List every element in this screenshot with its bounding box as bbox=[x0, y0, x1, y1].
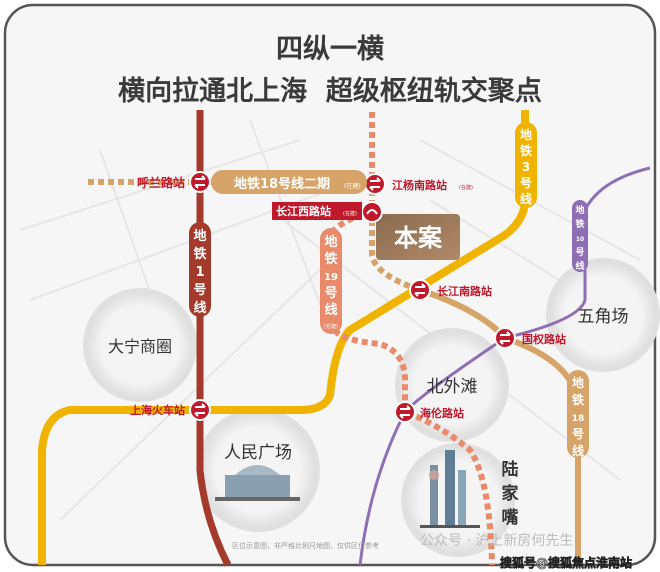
line3-label-char: 铁 bbox=[520, 143, 532, 158]
transfer-icons bbox=[189, 171, 516, 423]
line10-label-char: 10 bbox=[576, 236, 584, 243]
station-jiangyangnan-tag: (在建) bbox=[459, 184, 473, 191]
district-lujiazui-label-char: 陆 bbox=[502, 460, 519, 480]
renmin-building-icon bbox=[215, 465, 300, 501]
station-hailun: 海伦路站 bbox=[420, 406, 464, 420]
line1-path bbox=[196, 110, 232, 567]
line10-path bbox=[358, 166, 651, 566]
district-wujiaochang bbox=[546, 258, 660, 372]
district-wujiaochang-label: 五角场 bbox=[578, 307, 629, 327]
line3-label-char: 线 bbox=[520, 191, 532, 206]
line3-label-char: 3 bbox=[522, 160, 530, 174]
line18-dashed-south bbox=[369, 190, 421, 293]
line18-phase2-pill bbox=[211, 170, 367, 194]
watermark-sohu: 搜狐号@搜狐焦点淮南站 bbox=[500, 555, 632, 570]
transfer-icon bbox=[189, 171, 211, 193]
line18-label-char: 号 bbox=[572, 426, 584, 441]
district-lujiazui-label-char: 嘴 bbox=[502, 508, 519, 528]
line1-label-char: 1 bbox=[195, 265, 204, 280]
line3-label-char: 地 bbox=[520, 127, 532, 142]
line19-tag: (在建) bbox=[324, 323, 338, 330]
district-daning-label: 大宁商圈 bbox=[108, 337, 172, 356]
line18-pill bbox=[567, 370, 589, 458]
line1-pill bbox=[189, 222, 211, 317]
district-lujiazui-label-char: 家 bbox=[502, 483, 519, 504]
line3-path bbox=[38, 110, 529, 565]
project-box bbox=[376, 214, 460, 260]
watermark-wechat: 公众号 · 沪上新房何先生 bbox=[420, 533, 573, 549]
disclaimer: 区位示意图，非严格比例尺地图，仅供区位参考 bbox=[232, 541, 379, 550]
line10-pill bbox=[572, 200, 588, 272]
transfer-icon bbox=[364, 173, 386, 195]
line3-label-char: 号 bbox=[520, 175, 532, 190]
line19-label-char: 铁 bbox=[323, 251, 337, 267]
line19-label-char: 19 bbox=[324, 272, 338, 283]
transfer-icon bbox=[361, 201, 383, 223]
changjiangxi-label-bg bbox=[272, 202, 362, 220]
station-guoquan: 国权路站 bbox=[522, 332, 566, 346]
line1-label-char: 线 bbox=[193, 300, 206, 316]
line1-label-char: 号 bbox=[193, 283, 206, 298]
line18-phase2-label: 地铁18号线二期 bbox=[234, 176, 330, 192]
transfer-arrows-icons bbox=[194, 175, 511, 419]
line10-label-char: 地 bbox=[575, 204, 584, 216]
transfer-icon bbox=[409, 279, 431, 301]
line18-label-char: 18 bbox=[572, 414, 585, 424]
line19-label-char: 号 bbox=[324, 286, 337, 301]
line19-label-char: 线 bbox=[324, 302, 337, 318]
line10-label-char: 线 bbox=[575, 260, 584, 272]
district-daning bbox=[83, 288, 197, 402]
line18-label-char: 地 bbox=[572, 375, 584, 390]
station-jiangyangnan: 江杨南路站 bbox=[392, 178, 447, 192]
district-beiwaitan-label: 北外滩 bbox=[427, 377, 478, 397]
transfer-icon bbox=[189, 399, 211, 421]
line10-label-char: 号 bbox=[575, 247, 584, 258]
line1-label-char: 铁 bbox=[192, 246, 206, 262]
line18-phase2-tag: (在建) bbox=[344, 182, 361, 190]
transfer-icon bbox=[394, 401, 416, 423]
title-line1: 四纵一横 bbox=[276, 34, 384, 65]
station-changjiangxi: 长江西路站 bbox=[276, 204, 331, 218]
lujiazui-towers-icon bbox=[420, 450, 480, 528]
line18-label-char: 线 bbox=[572, 443, 584, 458]
station-hulan: 呼兰路站 bbox=[137, 175, 185, 190]
line18-label-char: 铁 bbox=[572, 392, 584, 407]
line10-label-char: 铁 bbox=[575, 218, 584, 230]
station-changjiangxi-tag: (在建) bbox=[343, 210, 357, 217]
line19-label-char: 地 bbox=[324, 234, 337, 250]
project-label: 本案 bbox=[394, 224, 443, 252]
station-changjiangnan: 长江南路站 bbox=[437, 284, 492, 298]
line1-label-char: 地 bbox=[193, 228, 206, 244]
station-shanghai-rail: 上海火车站 bbox=[130, 403, 185, 417]
line3-pill bbox=[515, 122, 537, 208]
district-renmin-label: 人民广场 bbox=[224, 443, 292, 463]
line19-pill bbox=[320, 228, 342, 334]
transfer-icon bbox=[494, 327, 516, 349]
title-line2: 横向拉通北上海 超级枢纽轨交聚点 bbox=[118, 75, 542, 107]
